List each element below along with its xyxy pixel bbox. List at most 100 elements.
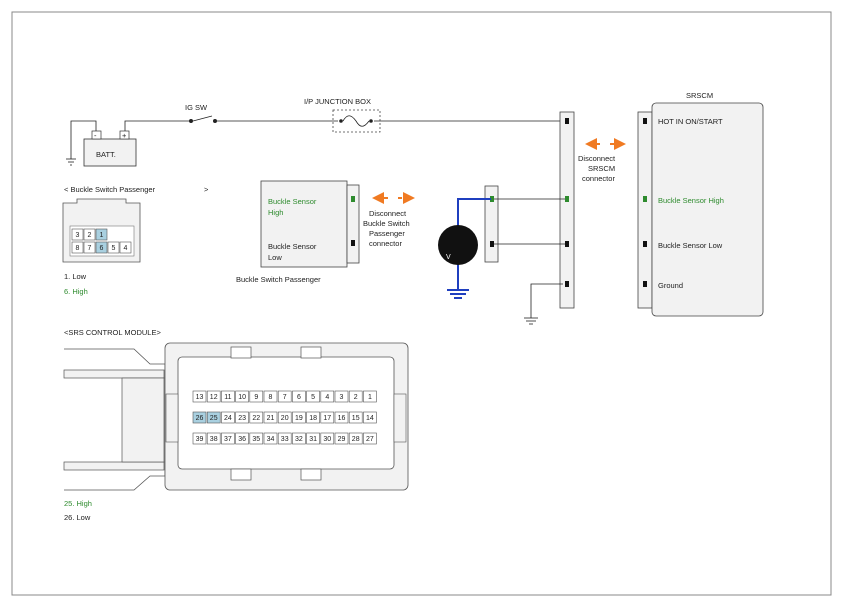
power-wire [124, 115, 563, 131]
buckle-box-caption: Buckle Switch Passenger [236, 275, 321, 284]
srs-pin-28-label: 28 [352, 436, 360, 443]
buckle-pin-1 [95, 228, 108, 241]
disconnect-srscm-line1: Disconnect [578, 154, 616, 163]
srs-pin-16-label: 16 [338, 415, 346, 422]
ip-junction-box-label: I/P JUNCTION BOX [304, 97, 371, 106]
voltmeter-label: V [446, 254, 451, 261]
srs-pin-15 [348, 411, 363, 424]
srs-pin-18 [306, 411, 320, 424]
ig-switch-label: IG SW [185, 103, 208, 112]
srs-pin-25-label: 25 [210, 415, 218, 422]
srs-pin-35 [249, 432, 264, 445]
srs-pin-26 [192, 411, 207, 424]
buckle-pin-high-note: 6. High [64, 287, 88, 296]
battery-minus: - [94, 131, 97, 140]
srs-pin-4-label: 4 [325, 394, 329, 401]
srs-pin-29-label: 29 [338, 436, 346, 443]
srs-pin-23-label: 23 [238, 415, 246, 422]
srs-pin-28 [348, 432, 363, 445]
srs-pin-4 [320, 390, 335, 403]
buckle-box-high-line1: Buckle Sensor [268, 197, 317, 206]
probe-wire-blue [457, 198, 491, 227]
srscm-module [637, 102, 764, 317]
srs-pin-6 [292, 390, 306, 403]
buckle-pin-4 [119, 241, 132, 254]
ig-switch-contact-left [189, 119, 193, 123]
srs-pin-11-label: 11 [224, 394, 231, 401]
srs-pin-27 [363, 432, 377, 445]
srs-pin-19-label: 19 [295, 415, 303, 422]
srs-pin-6-label: 6 [297, 394, 301, 401]
buckle-pin-2-label: 2 [88, 232, 92, 239]
srs-pin-5 [306, 390, 320, 403]
srs-pin-27-label: 27 [366, 436, 374, 443]
battery-plus: + [122, 131, 127, 140]
battery: BATT. - + [83, 130, 137, 167]
page-frame [11, 11, 832, 596]
srs-pin-22 [249, 411, 264, 424]
srs-pin-3 [334, 390, 349, 403]
srs-pin-21 [263, 411, 278, 424]
srscm-title: SRSCM [686, 91, 713, 100]
srs-pin-25 [206, 411, 221, 424]
buckle-pin-5 [107, 241, 120, 254]
disconnect-srscm-line3: connector [582, 174, 615, 183]
buckle-pin-1-label: 1 [100, 232, 104, 239]
disconnect-buckle-line4: connector [369, 239, 402, 248]
buckle-pin-8-label: 8 [76, 245, 80, 252]
srs-pin-32-label: 32 [295, 436, 303, 443]
srs-pin-37 [221, 432, 235, 445]
srs-pin-33 [277, 432, 292, 445]
srscm-ground-wire [524, 283, 563, 325]
srscm-connector [559, 111, 575, 309]
srs-pin-39-label: 39 [196, 436, 204, 443]
srs-pin-9 [249, 390, 264, 403]
srs-pin-13 [192, 390, 207, 403]
srscm-high-label: Buckle Sensor High [658, 196, 724, 205]
disconnect-buckle-line3: Passenger [369, 229, 405, 238]
srs-pin-10-label: 10 [238, 394, 246, 401]
srs-pin-34-label: 34 [267, 436, 275, 443]
srs-pin-12-label: 12 [210, 394, 218, 401]
srs-pin-12 [206, 390, 221, 403]
disconnect-buckle-line2: Buckle Switch [363, 219, 410, 228]
srs-pin-23 [235, 411, 249, 424]
srs-pin-10 [235, 390, 249, 403]
srs-pin-1-label: 1 [368, 394, 372, 401]
mid-connector [484, 185, 499, 263]
buckle-pin-8 [71, 241, 84, 254]
buckle-box-low-line1: Buckle Sensor [268, 242, 317, 251]
srs-pin-24 [221, 411, 235, 424]
buckle-connector-title-end: > [204, 185, 209, 194]
voltmeter [438, 198, 491, 299]
srs-pin-30-label: 30 [323, 436, 331, 443]
srs-pin-11 [221, 390, 235, 403]
srs-pin-30 [320, 432, 335, 445]
buckle-box-low-line2: Low [268, 253, 282, 262]
srs-pin-low-note: 26. Low [64, 513, 91, 522]
srs-pin-17 [320, 411, 335, 424]
buckle-pin-3-label: 3 [76, 232, 80, 239]
srs-pin-33-label: 33 [281, 436, 289, 443]
srs-pin-24-label: 24 [224, 415, 232, 422]
srs-pin-39 [192, 432, 207, 445]
srs-pin-5-label: 5 [311, 394, 315, 401]
buckle-switch-box [260, 180, 360, 268]
disconnect-buckle-line1: Disconnect [369, 209, 407, 218]
srs-pin-high-note: 25. High [64, 499, 92, 508]
srscm-hot-label: HOT IN ON/START [658, 117, 723, 126]
srs-pin-2 [348, 390, 363, 403]
srs-pin-21-label: 21 [267, 415, 275, 422]
srs-pin-36 [235, 432, 249, 445]
srs-pin-1 [363, 390, 377, 403]
srs-pin-26-label: 26 [196, 415, 204, 422]
buckle-pin-6 [95, 241, 108, 254]
srs-pin-9-label: 9 [254, 394, 258, 401]
disconnect-srscm-line2: SRSCM [588, 164, 615, 173]
srs-pin-14-label: 14 [366, 415, 374, 422]
buckle-pin-5-label: 5 [112, 245, 116, 252]
srs-pin-16 [334, 411, 349, 424]
buckle-pin-6-label: 6 [100, 245, 104, 252]
